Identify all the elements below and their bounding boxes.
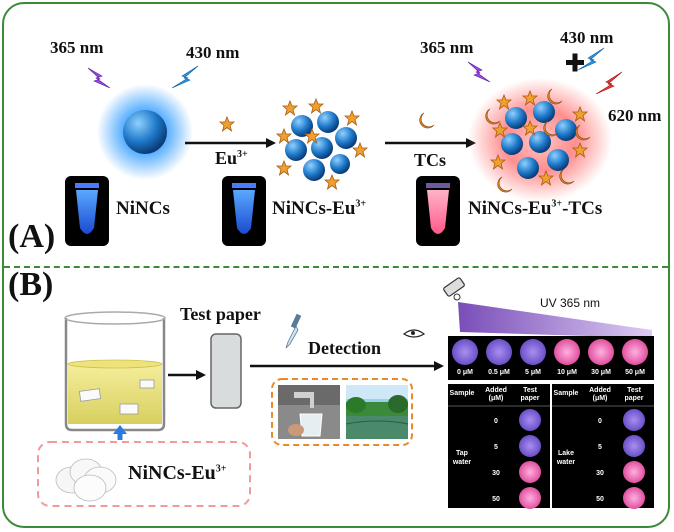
- concentration-dot: [622, 339, 648, 365]
- tube1-label: NiNCs: [116, 198, 170, 219]
- added-value: 50: [596, 496, 604, 503]
- test-paper-dot: [623, 409, 645, 431]
- uv365-bolt-right-icon: [467, 61, 491, 83]
- eu-label: Eu3+: [215, 148, 248, 168]
- test-paper-dot: [623, 461, 645, 483]
- table-header: Sample: [554, 390, 579, 397]
- sample-name: water: [452, 459, 472, 466]
- concentration-label: 10 μM: [557, 369, 577, 376]
- tube-photo-ninc-eu-tcs: [416, 176, 460, 246]
- test-paper-dot: [519, 461, 541, 483]
- papers-label: NiNCs-Eu3+: [128, 462, 227, 484]
- table-header: Added: [589, 387, 611, 394]
- table-header: (μM): [489, 395, 504, 402]
- sample-name: Tap: [456, 450, 468, 457]
- added-value: 0: [598, 418, 602, 425]
- tcs-label: TCs: [414, 150, 447, 170]
- emission430-bolt-icon: [171, 65, 199, 89]
- panel-divider: [4, 266, 668, 268]
- uv-lamp-icon: [443, 277, 465, 301]
- table-header: Added: [485, 387, 507, 394]
- tube-photo-ninc: [65, 176, 109, 246]
- quench-cross-icon: [566, 53, 584, 72]
- concentration-dot: [486, 339, 512, 365]
- concentration-label: 30 μM: [591, 369, 611, 376]
- panel-a-label: (A): [8, 218, 56, 255]
- eye-icon: [402, 329, 426, 338]
- detection-label: Detection: [308, 338, 381, 358]
- wavelength-430-right: 430 nm: [560, 28, 614, 47]
- ninc-particle: [123, 110, 167, 154]
- concentration-dot: [588, 339, 614, 365]
- added-value: 0: [494, 418, 498, 425]
- table-header: Test: [523, 387, 538, 394]
- concentration-dot: [520, 339, 546, 365]
- added-value: 50: [492, 496, 500, 503]
- sample-name: Lake: [558, 450, 574, 457]
- concentration-label: 50 μM: [625, 369, 645, 376]
- uv-beam: [458, 302, 652, 338]
- added-value: 30: [596, 470, 604, 477]
- table-header: paper: [624, 395, 643, 402]
- test-paper-label: Test paper: [180, 304, 261, 324]
- concentration-label: 0 μM: [457, 369, 473, 376]
- eu-star-icon: [219, 116, 235, 132]
- test-paper-dot: [623, 487, 645, 509]
- ninc-eu-tcs-cluster: [485, 88, 591, 193]
- concentration-dots: 0 μM 0.5 μM 5 μM 10 μM 30 μM 50 μM: [452, 339, 648, 376]
- pipette-icon: [285, 313, 302, 349]
- sample-photos-box: [271, 378, 413, 446]
- figure-frame: [2, 2, 670, 528]
- table-header: paper: [520, 395, 539, 402]
- table-dots: [519, 409, 645, 509]
- added-value: 5: [598, 444, 602, 451]
- papers-box: [37, 441, 251, 507]
- concentration-label: 0.5 μM: [488, 369, 510, 376]
- uv365-bolt-icon: [87, 67, 111, 89]
- wavelength-365-left: 365 nm: [50, 38, 104, 57]
- wavelength-430-left: 430 nm: [186, 43, 240, 62]
- lake-water-photo: [345, 385, 409, 439]
- test-paper-dot: [519, 487, 541, 509]
- test-paper-dot: [519, 409, 541, 431]
- tube-photo-ninc-eu: [222, 176, 266, 246]
- table-header: Test: [627, 387, 642, 394]
- wavelength-620: 620 nm: [608, 106, 662, 125]
- emission430-quenched-bolt-icon: [577, 47, 605, 71]
- test-paper-dot: [623, 435, 645, 457]
- uv-label: UV 365 nm: [540, 296, 601, 310]
- tube3-label: NiNCs-Eu3+-TCs: [468, 198, 603, 219]
- concentration-dot: [452, 339, 478, 365]
- paper-discs: [55, 458, 117, 502]
- test-paper-dot: [519, 435, 541, 457]
- tap-water-photo: [278, 385, 340, 439]
- emission620-bolt-icon: [595, 71, 623, 95]
- tube2-label: NiNCs-Eu3+: [272, 198, 367, 219]
- ninc-eu-cluster: [276, 98, 368, 190]
- beaker: [64, 311, 166, 432]
- wavelength-365-right: 365 nm: [420, 38, 474, 57]
- panel-b-label: (B): [8, 266, 54, 303]
- sample-name: water: [556, 459, 576, 466]
- concentration-dot: [554, 339, 580, 365]
- added-value: 5: [494, 444, 498, 451]
- table-header: (μM): [593, 395, 608, 402]
- test-paper-strip: [210, 333, 242, 409]
- tcs-moon-icon: [419, 112, 435, 129]
- added-value: 30: [492, 470, 500, 477]
- concentration-label: 5 μM: [525, 369, 541, 376]
- table-header: Sample: [450, 390, 475, 397]
- concentration-strip: [448, 336, 654, 380]
